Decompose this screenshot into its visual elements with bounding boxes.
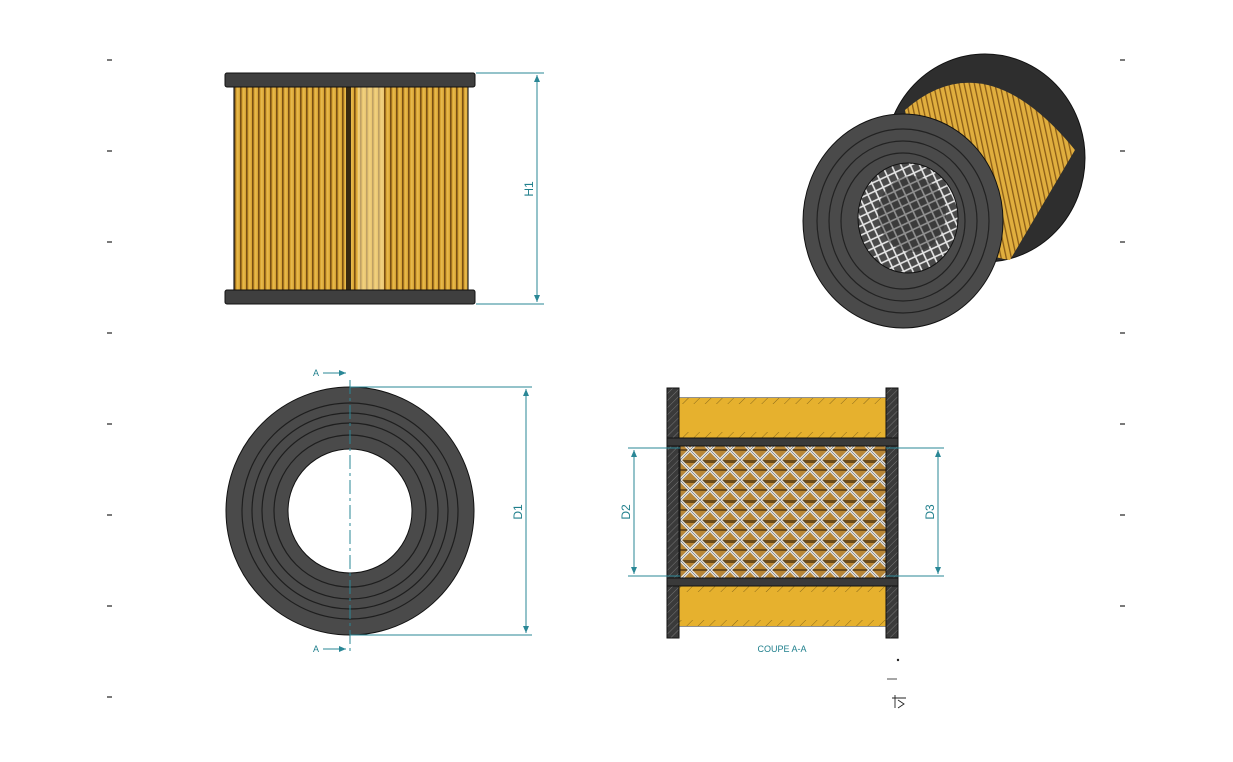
d1-label: D1: [511, 504, 525, 520]
front-view: H1: [224, 72, 544, 305]
section-right-cap: [885, 387, 899, 639]
section-inner-mesh: [680, 445, 886, 578]
top-end-cap: [224, 72, 476, 88]
section-view: D2 D3 COUPE A-A: [619, 387, 944, 654]
d3-label: D3: [923, 504, 937, 520]
isometric-view: [802, 53, 1086, 329]
section-paper-top: [672, 397, 894, 439]
section-marker-bottom: A: [313, 644, 319, 654]
iso-inner-mesh: [857, 162, 959, 274]
bottom-end-cap: [224, 289, 476, 305]
section-paper-bottom: [672, 585, 894, 627]
d2-label: D2: [619, 504, 633, 520]
section-left-cap: [666, 387, 680, 639]
frame-ticks: [107, 59, 1125, 698]
top-view: A A D1: [225, 368, 532, 655]
projection-symbol: [887, 658, 906, 709]
h1-label: H1: [522, 181, 536, 197]
section-marker-top: A: [313, 368, 319, 378]
section-caption: COUPE A-A: [757, 644, 806, 654]
